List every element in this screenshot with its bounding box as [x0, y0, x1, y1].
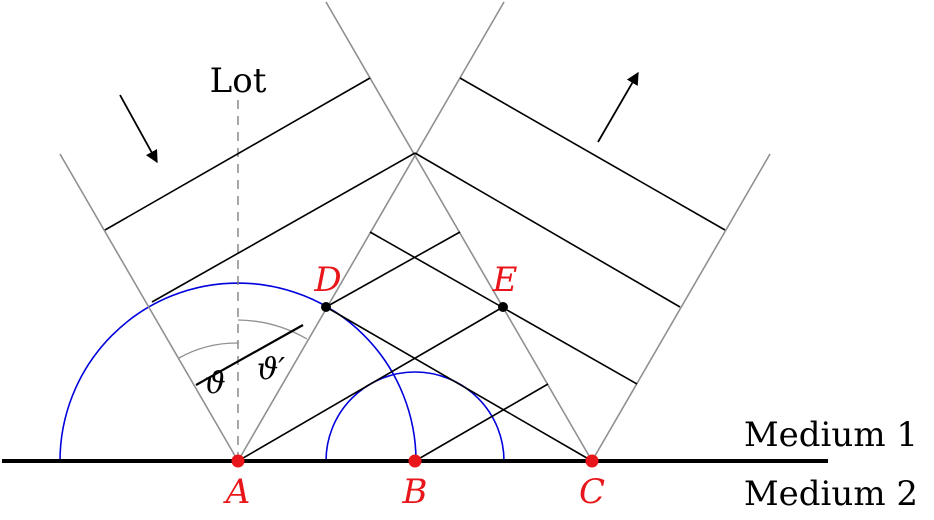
incident-wavefront-5	[414, 383, 549, 462]
incident-ray-right	[325, 1, 593, 462]
normal-label: Lot	[210, 61, 267, 101]
point-e-dot	[498, 302, 508, 312]
reflected-ray-left	[237, 1, 505, 462]
angle-arc-reflection	[237, 319, 308, 340]
incident-wavefront-6	[325, 231, 461, 308]
incident-ray-left	[59, 153, 239, 462]
incident-wavefront-1	[104, 77, 371, 231]
medium-2-label: Medium 2	[744, 474, 918, 514]
reflected-wavefront-1	[459, 77, 726, 231]
angle-arc-incidence	[178, 342, 239, 359]
point-c-label: C	[579, 472, 605, 512]
point-b-label: B	[402, 472, 428, 512]
huygens-circle-small	[325, 371, 505, 462]
angle-incidence-label: ϑ	[204, 366, 225, 401]
incident-wavefront-3	[195, 324, 304, 386]
reflected-wavefront-4	[325, 306, 593, 462]
medium-1-label: Medium 1	[744, 415, 918, 455]
reflected-direction-arrow	[597, 71, 639, 143]
point-b-dot	[408, 454, 422, 468]
reflected-ray-right	[591, 153, 771, 462]
reflected-wavefront-2	[414, 152, 681, 308]
point-c-dot	[585, 454, 599, 468]
angle-reflection-label: ϑ′	[257, 352, 285, 387]
point-a-dot	[231, 454, 245, 468]
point-d-dot	[321, 302, 331, 312]
incident-wavefront-2	[151, 152, 416, 303]
incident-direction-arrow	[119, 94, 158, 164]
incident-wavefront-4	[237, 306, 504, 462]
point-d-label: D	[313, 260, 341, 300]
point-a-label: A	[223, 472, 251, 512]
point-e-label: E	[492, 260, 518, 300]
